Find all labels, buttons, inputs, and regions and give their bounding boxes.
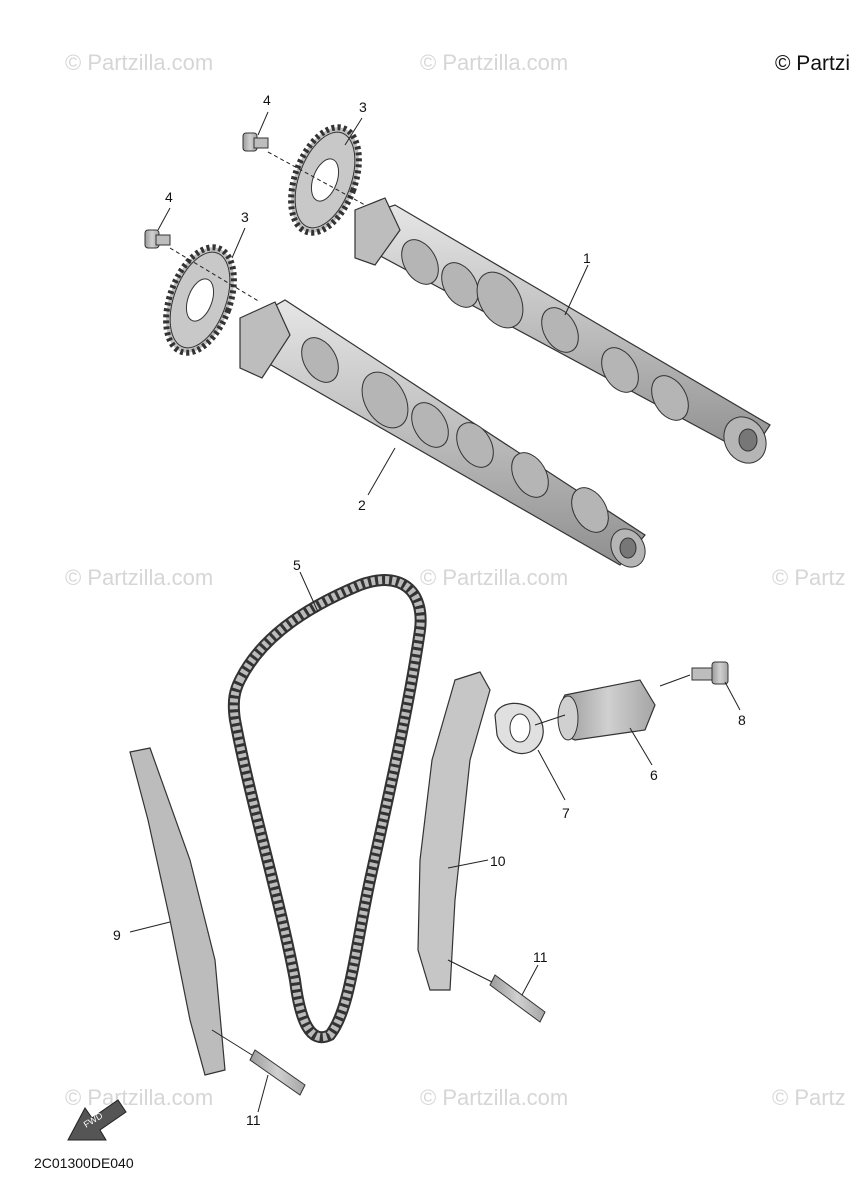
watermark-text: © Partzilla.com bbox=[65, 1085, 213, 1110]
fwd-arrow-icon: FWD bbox=[67, 1099, 127, 1141]
callout-5: 5 bbox=[293, 557, 301, 573]
guide-pin-right[interactable] bbox=[489, 974, 546, 1023]
timing-chain[interactable] bbox=[227, 574, 427, 1043]
watermark-text: © Partz bbox=[772, 1085, 846, 1110]
chain-tensioner[interactable] bbox=[557, 679, 656, 741]
callout-4-upper: 4 bbox=[263, 92, 271, 108]
callout-11-left: 11 bbox=[246, 1112, 261, 1128]
camshaft-intake[interactable] bbox=[354, 197, 774, 471]
watermarks: © Partzilla.com © Partzilla.com © Partzi… bbox=[65, 50, 846, 1110]
cam-sprocket-lower[interactable] bbox=[153, 238, 247, 362]
callout-9: 9 bbox=[113, 927, 121, 943]
callout-6: 6 bbox=[650, 767, 658, 783]
callout-2: 2 bbox=[358, 497, 366, 513]
watermark-text: © Partzilla.com bbox=[420, 1085, 568, 1110]
diagram-code: 2C01300DE040 bbox=[34, 1155, 134, 1171]
watermark-text: © Partzilla.com bbox=[420, 50, 568, 75]
bolt-sprocket-lower[interactable] bbox=[144, 229, 171, 249]
callout-8: 8 bbox=[738, 712, 746, 728]
callout-11-right: 11 bbox=[533, 949, 548, 965]
leader-lines bbox=[129, 111, 741, 1113]
chain-guide[interactable] bbox=[417, 671, 491, 991]
callout-4-lower: 4 bbox=[165, 189, 173, 205]
chain-guide-left[interactable] bbox=[129, 747, 226, 1076]
copyright-text: © Partzi bbox=[775, 52, 850, 75]
watermark-text: © Partz bbox=[772, 565, 846, 590]
guide-pin-left[interactable] bbox=[249, 1049, 306, 1096]
callouts: 1 2 3 3 4 4 5 6 7 8 9 10 11 11 bbox=[113, 92, 746, 1128]
watermark-text: © Partzilla.com bbox=[420, 565, 568, 590]
callout-3-lower: 3 bbox=[241, 209, 249, 225]
watermark-text: © Partzilla.com bbox=[65, 50, 213, 75]
bolt-sprocket-upper[interactable] bbox=[242, 132, 269, 152]
callout-1: 1 bbox=[583, 250, 591, 266]
callout-7: 7 bbox=[562, 805, 570, 821]
watermark-text: © Partzilla.com bbox=[65, 565, 213, 590]
callout-10: 10 bbox=[490, 853, 506, 869]
tensioner-gasket[interactable] bbox=[494, 702, 544, 755]
cam-sprocket-upper[interactable] bbox=[278, 118, 372, 242]
camshaft-exhaust[interactable] bbox=[239, 299, 652, 573]
tensioner-bolt[interactable] bbox=[691, 661, 729, 685]
callout-3-upper: 3 bbox=[359, 99, 367, 115]
